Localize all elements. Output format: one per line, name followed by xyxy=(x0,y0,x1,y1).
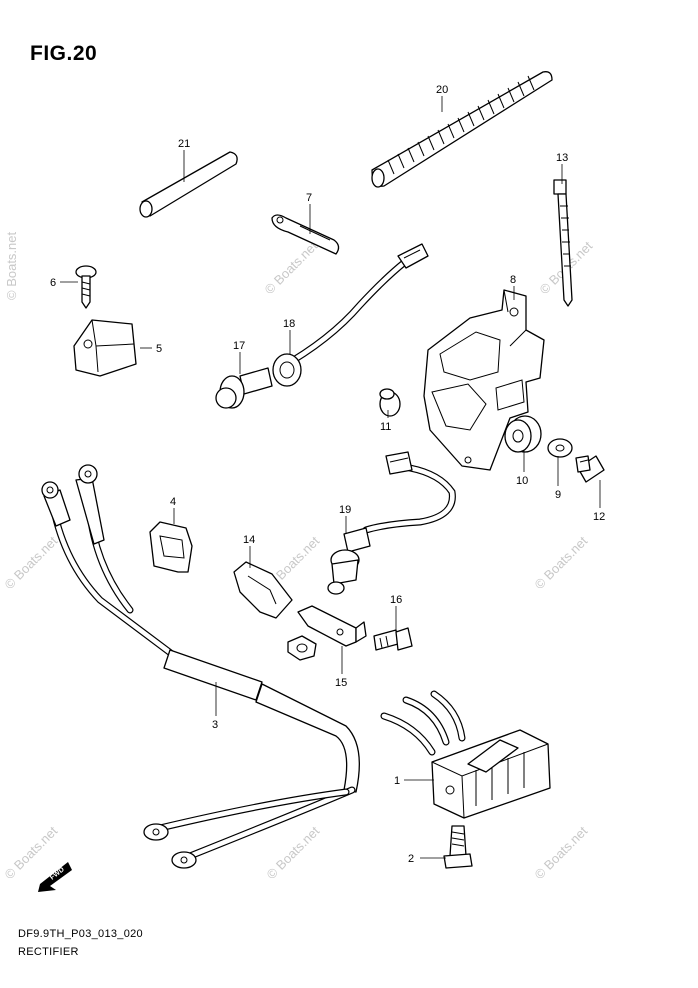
part-9-washer[interactable] xyxy=(547,438,573,458)
callout-18: 18 xyxy=(283,318,295,330)
part-6-screw[interactable] xyxy=(75,265,97,309)
nut[interactable] xyxy=(287,635,317,661)
part-10-grommet[interactable] xyxy=(504,415,542,453)
drawing-name: RECTIFIER xyxy=(18,946,79,958)
callout-15: 15 xyxy=(335,677,347,689)
callout-17: 17 xyxy=(233,340,245,352)
watermark: © Boats.net xyxy=(2,533,61,592)
callout-1: 1 xyxy=(394,775,400,787)
callout-11: 11 xyxy=(380,421,391,433)
part-7-clip[interactable] xyxy=(271,214,340,255)
part-4-grommet[interactable] xyxy=(149,521,193,573)
watermark: © Boats.net xyxy=(532,533,591,592)
callout-9: 9 xyxy=(555,489,561,501)
watermark: © Boats.net xyxy=(262,238,321,297)
part-13-cable-tie[interactable] xyxy=(553,179,573,307)
callout-4: 4 xyxy=(170,496,176,508)
part-3-harness[interactable] xyxy=(41,464,360,869)
callout-5: 5 xyxy=(156,343,162,355)
part-19-switch-wire[interactable] xyxy=(327,451,456,595)
callout-13: 13 xyxy=(556,152,568,164)
figure-title: FIG.20 xyxy=(30,42,98,65)
callout-19: 19 xyxy=(339,504,351,516)
part-8-bracket[interactable] xyxy=(423,289,545,471)
part-16-bolt[interactable] xyxy=(373,627,413,651)
callout-10: 10 xyxy=(516,475,528,487)
part-12-bolt[interactable] xyxy=(575,455,605,483)
part-5-holder[interactable] xyxy=(73,319,137,377)
callout-7: 7 xyxy=(306,192,312,204)
watermark: © Boats.net xyxy=(264,823,323,882)
leader-lines xyxy=(60,96,601,859)
callout-6: 6 xyxy=(50,277,56,289)
callout-labels: 20 21 7 13 6 8 5 17 18 11 10 9 12 4 14 1… xyxy=(50,84,605,865)
part-2-bolt[interactable] xyxy=(443,825,473,869)
watermark: © Boats.net xyxy=(532,823,591,882)
callout-12: 12 xyxy=(593,511,605,523)
part-17-18-sensor-cable[interactable] xyxy=(215,243,429,409)
drawing-code: DF9.9TH_P03_013_020 xyxy=(18,928,143,940)
callout-2: 2 xyxy=(408,853,414,865)
callout-20: 20 xyxy=(436,84,448,96)
part-20-spiral-wrap[interactable] xyxy=(371,71,553,188)
fwd-arrow-icon: FWD xyxy=(38,862,72,892)
callout-21: 21 xyxy=(178,138,190,150)
watermark: © Boats.net xyxy=(4,231,19,300)
part-15-plate[interactable] xyxy=(297,605,367,647)
part-21-tube[interactable] xyxy=(139,151,238,218)
callout-8: 8 xyxy=(510,274,516,286)
part-11-cap[interactable] xyxy=(379,388,401,417)
callout-3: 3 xyxy=(212,719,218,731)
callout-16: 16 xyxy=(390,594,402,606)
part-1-rectifier[interactable] xyxy=(380,690,551,819)
callout-14: 14 xyxy=(243,534,255,546)
